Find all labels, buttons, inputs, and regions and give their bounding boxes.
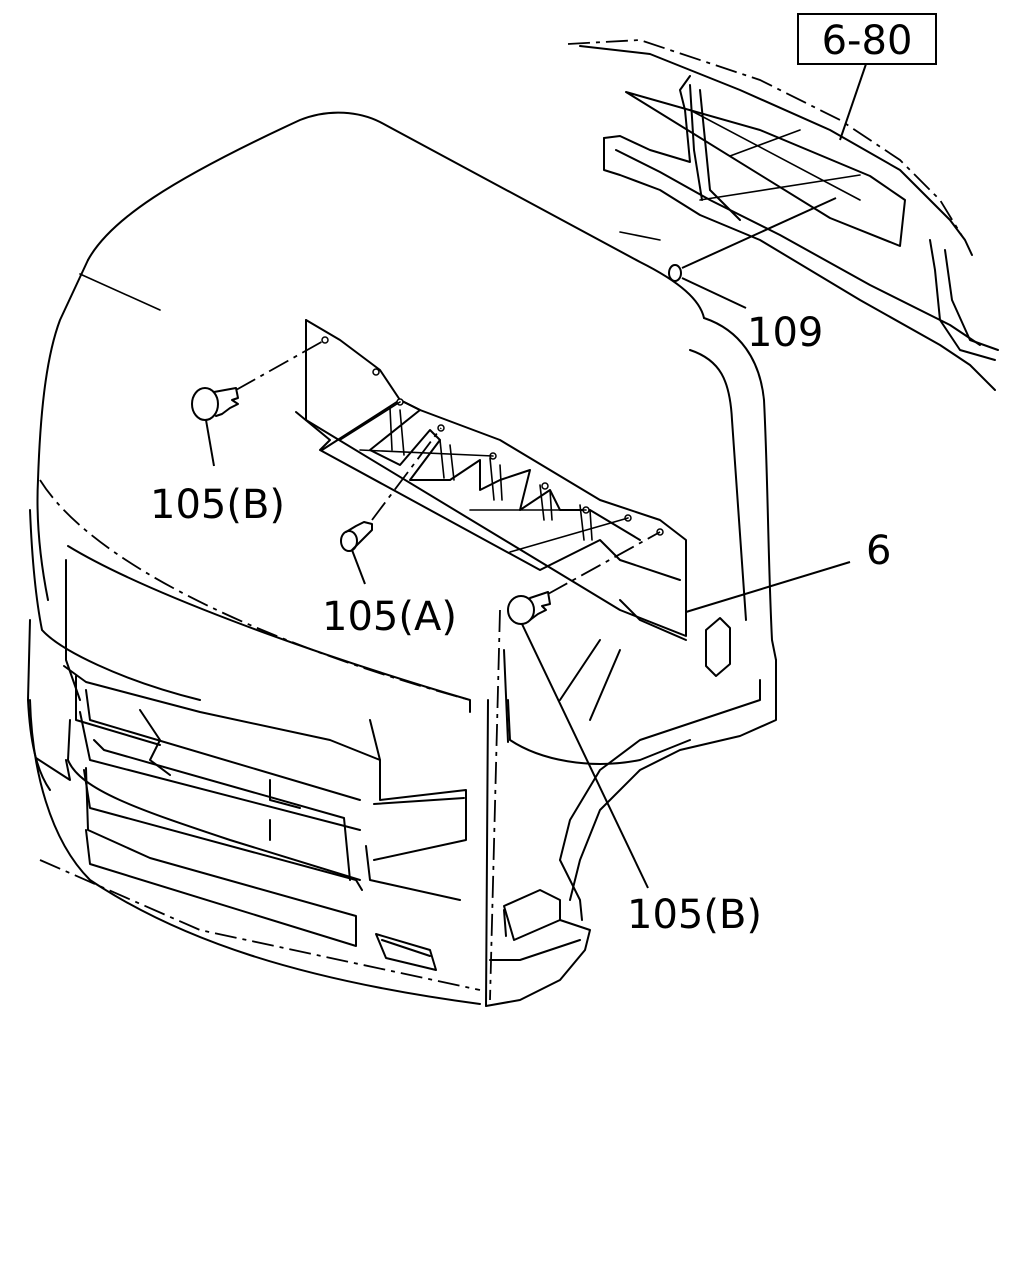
- reference-box-6-80[interactable]: 6-80: [797, 13, 937, 65]
- clip-105a-part[interactable]: [340, 521, 373, 552]
- inner-roof-panel: [567, 39, 999, 391]
- clip-105b-top-part[interactable]: [191, 387, 239, 421]
- callout-105b-bottom[interactable]: 105(B): [627, 892, 762, 938]
- clip-105b-bottom-part[interactable]: [507, 591, 551, 625]
- cab-body: [27, 111, 777, 1007]
- grommet-109-part[interactable]: [668, 264, 682, 282]
- inner-panel-part-6[interactable]: [295, 319, 687, 641]
- callout-105a[interactable]: 105(A): [322, 594, 457, 640]
- callout-109[interactable]: 109: [747, 310, 823, 356]
- callout-105b-top[interactable]: 105(B): [150, 482, 285, 528]
- reference-box-label: 6-80: [822, 18, 913, 64]
- callout-6[interactable]: 6: [866, 528, 891, 574]
